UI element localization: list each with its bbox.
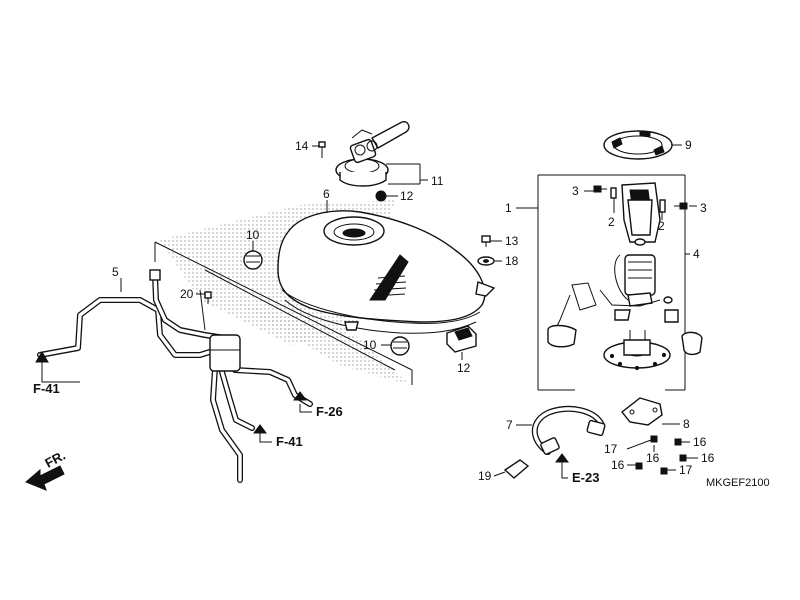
bolt-16a — [674, 438, 682, 446]
reference-f41-a: F-41 — [33, 381, 60, 396]
front-direction-label: FR. — [42, 448, 68, 471]
fuel-cap-assembly — [335, 120, 410, 187]
clip-19 — [503, 459, 530, 479]
seal-13 — [375, 190, 387, 202]
bolt-16c — [635, 462, 643, 470]
callout-16c: 16 — [611, 458, 625, 472]
nut-17b — [660, 467, 668, 475]
fuel-tank — [277, 210, 496, 334]
callout-15: 14 — [295, 139, 309, 153]
fuel-pump-assembly — [547, 182, 703, 371]
reference-arrow-f26 — [293, 391, 312, 413]
reference-arrow-f41-a — [35, 351, 80, 383]
callout-16a: 16 — [693, 435, 707, 449]
callout-17b: 17 — [679, 463, 693, 477]
rubber-mount-10a — [243, 250, 263, 270]
reference-e23: E-23 — [572, 470, 599, 485]
leader-lines — [120, 144, 698, 477]
reference-f26: F-26 — [316, 404, 343, 419]
callout-16b: 16 — [701, 451, 715, 465]
callout-9: 8 — [683, 417, 690, 431]
bolt-16b — [679, 454, 687, 462]
callout-7: 7 — [506, 418, 513, 432]
callout-16d: 16 — [646, 451, 660, 465]
clip-2-left — [610, 187, 617, 199]
callout-14: 13 — [505, 234, 519, 248]
callout-13: 12 — [400, 189, 414, 203]
callout-10a: 10 — [246, 228, 260, 242]
reference-arrow-f41-b — [253, 424, 272, 443]
callout-2b: 2 — [658, 219, 665, 233]
callout-19: 19 — [478, 469, 492, 483]
callout-10b: 10 — [363, 338, 377, 352]
callout-2a: 2 — [608, 215, 615, 229]
fuel-feed-hose-7 — [531, 405, 606, 455]
front-direction-arrow — [25, 465, 65, 491]
callout-labels: 14 11 12 6 10 10 12 13 18 20 5 1 3 2 3 2… — [112, 138, 715, 483]
washer-18 — [477, 256, 495, 266]
callout-12: 11 — [431, 174, 444, 188]
rear-bracket-11 — [446, 325, 477, 353]
nut-17a — [650, 435, 658, 443]
screw-3-right — [674, 202, 688, 210]
callout-11: 12 — [457, 361, 471, 375]
callout-18: 18 — [505, 254, 519, 268]
callout-17a: 17 — [604, 442, 618, 456]
callout-8: 9 — [685, 138, 692, 152]
bolt-14 — [481, 235, 491, 247]
drawing-code: MKGEF2100 — [706, 477, 770, 489]
callout-6: 6 — [323, 187, 330, 201]
clip-2-right — [659, 199, 666, 213]
left-group-frame — [154, 241, 413, 385]
screw-15 — [318, 141, 326, 158]
reference-arrow-e23 — [555, 453, 569, 479]
fuel-pump-frame — [537, 174, 686, 391]
reference-f41-b: F-41 — [276, 434, 303, 449]
callout-3a: 3 — [572, 184, 579, 198]
callout-1: 1 — [505, 201, 512, 215]
clip-20 — [204, 291, 212, 304]
callout-20: 20 — [180, 287, 194, 301]
callout-5: 5 — [112, 265, 119, 279]
exploded-shading-lower — [230, 300, 410, 385]
rubber-mount-10b — [390, 336, 410, 356]
callout-3b: 3 — [700, 201, 707, 215]
pump-seal-ring-8 — [603, 130, 673, 160]
callout-4: 4 — [693, 247, 700, 261]
screw-3-left — [593, 185, 607, 193]
setting-plate-9 — [621, 397, 663, 426]
